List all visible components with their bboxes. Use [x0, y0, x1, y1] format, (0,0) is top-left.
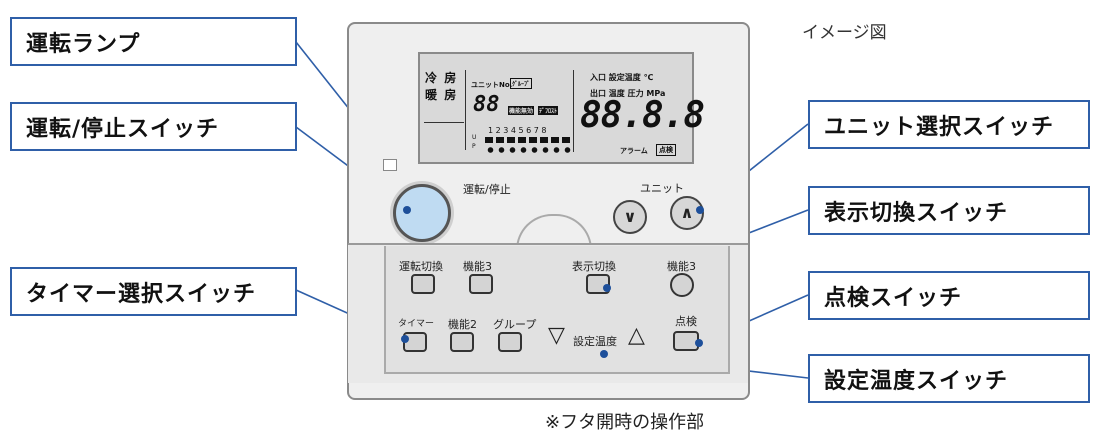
pointer-dot-timer: [401, 335, 409, 343]
footer-note: ※フタ開時の操作部: [545, 412, 705, 433]
inspection-label: 点検: [675, 315, 697, 328]
callout-run-stop: 運転/停止スイッチ: [10, 102, 297, 151]
callout-inspection-label: 点検スイッチ: [824, 285, 963, 311]
lcd-cool: 冷 房: [425, 71, 457, 85]
callout-run-stop-label: 運転/停止スイッチ: [26, 116, 220, 142]
lcd-indoor-header: 入口 設定温度 ℃: [590, 73, 654, 82]
lcd-heat: 暖 房: [425, 88, 457, 102]
run-stop-button[interactable]: [393, 184, 451, 242]
lcd-bar-row: [485, 137, 573, 143]
pointer-dot-unit-select: [696, 206, 704, 214]
callout-display-switch-label: 表示切換スイッチ: [824, 200, 1009, 226]
mode-switch-button[interactable]: [411, 274, 435, 294]
triangle-up-icon: △: [628, 323, 645, 348]
temp-up-button[interactable]: △: [628, 325, 645, 347]
lcd-side-u: U: [472, 134, 477, 141]
callout-inspection: 点検スイッチ: [808, 271, 1090, 320]
callout-timer-select-label: タイマー選択スイッチ: [26, 281, 257, 307]
func3-right-button[interactable]: [670, 273, 694, 297]
lcd-divider-v2: [573, 70, 574, 152]
func3-right-label: 機能3: [667, 260, 696, 273]
lcd-unit-no: ユニットNo.: [471, 81, 513, 89]
operation-lamp: [383, 159, 397, 171]
mode-switch-label: 運転切換: [399, 260, 443, 273]
timer-label: タイマー: [398, 319, 435, 329]
group-button[interactable]: [498, 332, 522, 352]
pointer-dot-display-switch: [603, 284, 611, 292]
func2-button[interactable]: [450, 332, 474, 352]
lcd-unit-digits: 88: [473, 92, 500, 117]
unit-down-button[interactable]: ∨: [613, 200, 647, 234]
func3-left-button[interactable]: [469, 274, 493, 294]
callout-lamp-label: 運転ランプ: [26, 31, 141, 57]
lcd-unit-no-badge: ｸﾞﾙｰﾌﾟ: [510, 78, 533, 89]
callout-temp-setting: 設定温度スイッチ: [808, 354, 1090, 403]
lcd-side-p: P: [472, 143, 476, 150]
chevron-down-icon: ∨: [623, 207, 637, 226]
callout-unit-select: ユニット選択スイッチ: [808, 100, 1090, 149]
group-label: グループ: [493, 318, 537, 331]
lcd-divider-h: [424, 122, 464, 123]
callout-display-switch: 表示切換スイッチ: [808, 186, 1090, 235]
run-stop-label: 運転/停止: [463, 183, 511, 196]
lcd-badge-b: ﾃﾞﾌﾛｽﾄ: [538, 106, 559, 115]
temp-down-button[interactable]: ▽: [548, 325, 565, 347]
unit-label: ユニット: [640, 182, 684, 195]
triangle-down-icon: ▽: [548, 323, 565, 348]
lcd-divider-v: [465, 70, 466, 150]
lcd-outlet-header: 出口 温度 圧力 MPa: [590, 89, 666, 98]
callout-lamp: 運転ランプ: [10, 17, 297, 66]
pointer-dot-temp-setting: [600, 350, 608, 358]
lcd-dot-row: [485, 147, 573, 153]
lcd-big-digits: 88.8.8: [580, 95, 705, 136]
unit-up-button[interactable]: ∧: [670, 196, 704, 230]
callout-timer-select: タイマー選択スイッチ: [10, 267, 297, 316]
lcd-badge-a: 機能無効: [508, 106, 535, 115]
lcd-alarm: アラーム: [620, 147, 648, 155]
lcd-alarm-badge: 点検: [656, 144, 676, 156]
callout-unit-select-label: ユニット選択スイッチ: [824, 114, 1055, 140]
lcd-scale: 1 2 3 4 5 6 7 8: [488, 126, 547, 135]
image-note: イメージ図: [802, 23, 887, 43]
pointer-dot-run-stop: [403, 206, 411, 214]
chevron-up-icon: ∧: [680, 203, 694, 222]
lid-open-inner-panel: [384, 246, 730, 374]
pointer-dot-inspection: [695, 339, 703, 347]
func2-label: 機能2: [448, 318, 477, 331]
display-switch-label: 表示切換: [572, 260, 616, 273]
func3-left-label: 機能3: [463, 260, 492, 273]
callout-temp-setting-label: 設定温度スイッチ: [824, 368, 1009, 394]
temp-setting-label: 設定温度: [573, 335, 617, 348]
